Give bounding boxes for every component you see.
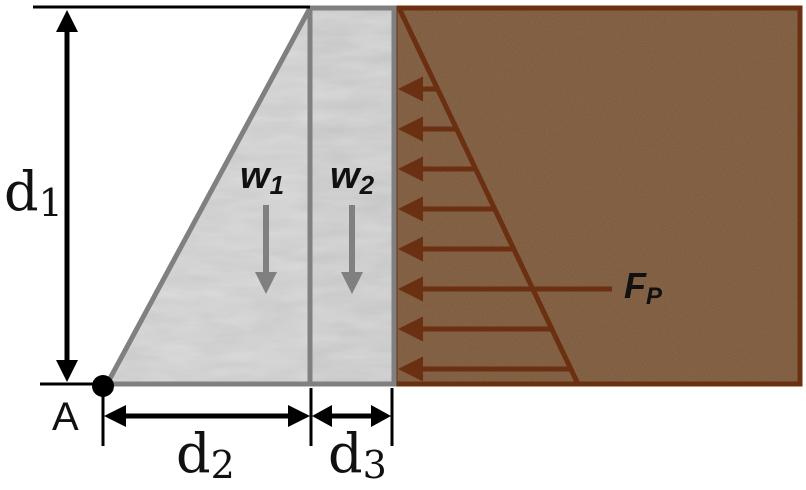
fp-label: FP: [624, 265, 663, 310]
soil-block: [392, 5, 803, 387]
d1-label: d1: [4, 160, 63, 225]
pivot-point: [92, 375, 114, 397]
w2-arrow: [341, 205, 363, 294]
w1-arrow: [255, 205, 277, 294]
pressure-distribution: [397, 8, 612, 386]
pivot-label: A: [52, 395, 79, 439]
w1-label: w1: [240, 155, 284, 200]
pressure-envelope-line: [397, 8, 581, 386]
d2-label: d2: [176, 422, 235, 487]
d3-label: d3: [328, 422, 387, 487]
wall-triangle-section: [104, 5, 313, 387]
wall-rectangle-section: [307, 5, 397, 387]
dimension-d2: [101, 388, 310, 446]
w2-label: w2: [330, 155, 375, 200]
dimension-d1: [56, 10, 78, 382]
dimension-d3: [309, 388, 394, 446]
weight-arrows: [255, 205, 363, 294]
